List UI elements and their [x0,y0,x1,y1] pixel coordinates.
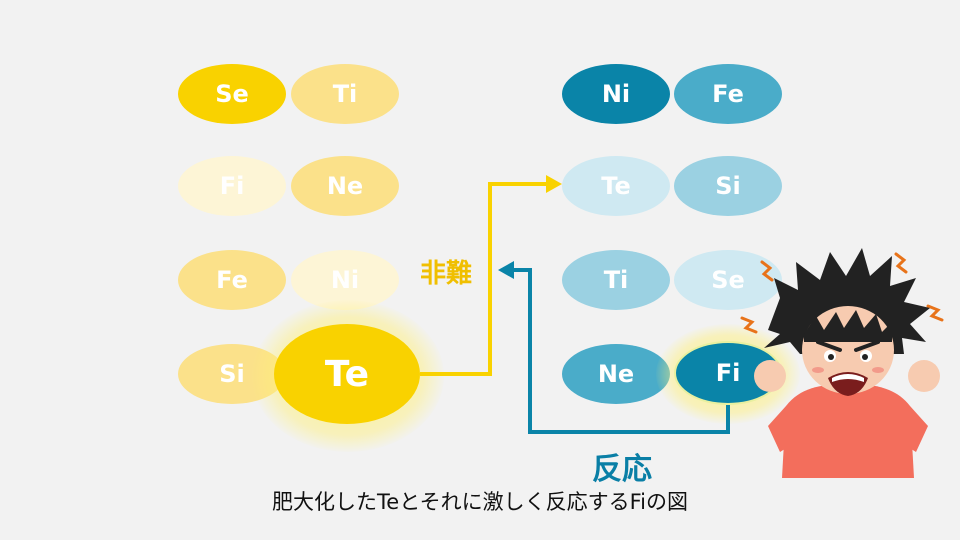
react-arrow [498,261,730,434]
right-ti-node: Ti [562,250,670,310]
right-ni-node: Ni [562,64,670,124]
anger-mark-icon [740,252,944,334]
angry-person-icon [740,248,944,478]
right-ne-node: Ne [562,344,670,404]
blame-label: 非難 [420,259,473,289]
right-te-node: Te [562,156,670,216]
left-ti-node: Ti [291,64,399,124]
right-si-node: Si [674,156,782,216]
react-label: 反応 [592,452,652,487]
left-fe-node: Fe [178,250,286,310]
left-ne-node: Ne [291,156,399,216]
left-ni-node: Ni [291,250,399,310]
left-se-node: Se [178,64,286,124]
figure-caption: 肥大化したTeとそれに激しく反応するFiの図 [272,490,688,514]
left-fi-node: Fi [178,156,286,216]
right-se-node: Se [674,250,782,310]
blame-arrow [420,175,562,376]
right-fe-node: Fe [674,64,782,124]
left-te-node-enlarged: Te [274,324,420,424]
